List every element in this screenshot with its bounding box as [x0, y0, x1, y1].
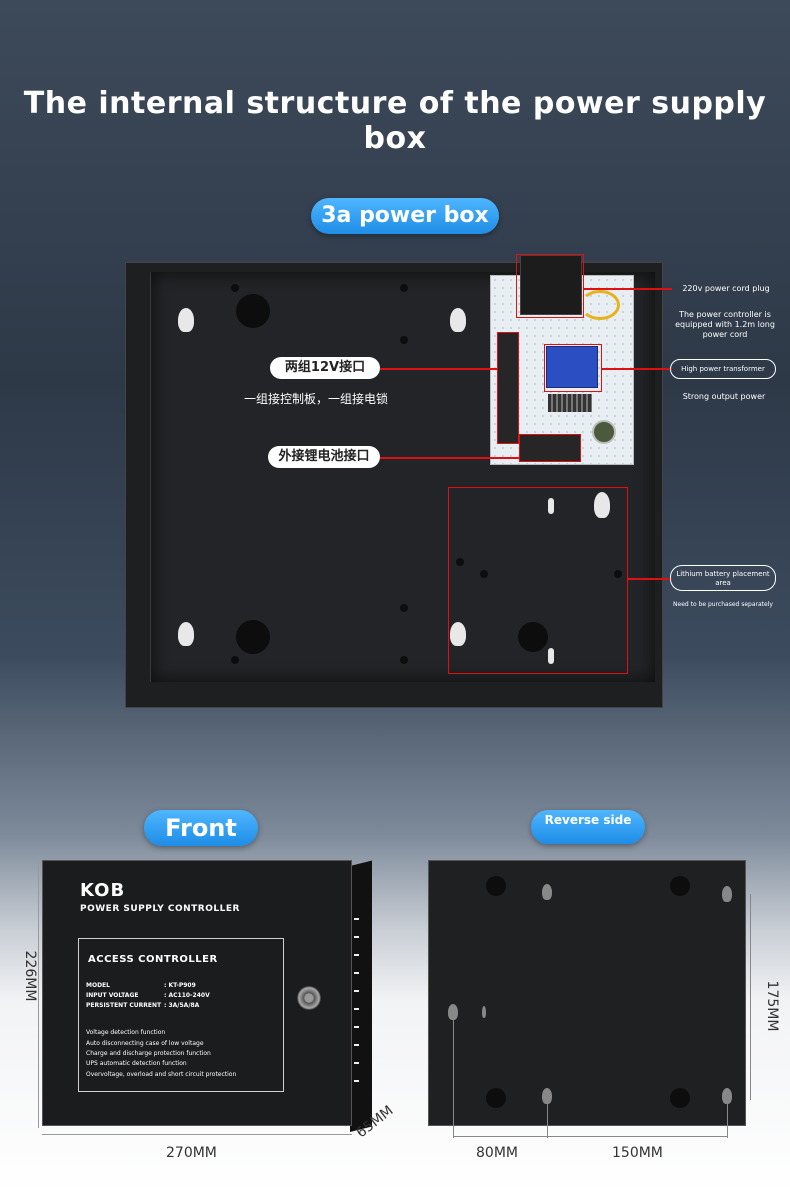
slot: [482, 1006, 486, 1018]
dim-rev-w2: 150MM: [612, 1145, 663, 1161]
spec-key: MODEL: [86, 982, 110, 989]
callout-battery-interface: 外接锂电池接口: [268, 446, 380, 468]
feature-item: Voltage detection function: [86, 1029, 166, 1036]
vent-slot: [354, 936, 359, 938]
keyhole-slot: [450, 308, 466, 332]
screw-hole: [456, 558, 464, 566]
callout-controller-cord: The power controller is equipped with 1.…: [675, 310, 775, 339]
dim-guide: [453, 1020, 454, 1138]
yellow-wire: [580, 290, 620, 320]
callout-battery-note: Need to be purchased separately: [673, 601, 773, 608]
box-label-pill: 3a power box: [311, 198, 499, 234]
vent-slot: [354, 1008, 359, 1010]
vent-slot: [354, 972, 359, 974]
screw-hole: [231, 284, 239, 292]
panel-title: ACCESS CONTROLLER: [88, 954, 218, 965]
keyhole-slot: [542, 884, 552, 900]
vent-slot: [354, 918, 359, 920]
feature-item: Overvoltage, overload and short circuit …: [86, 1071, 237, 1078]
leader-line: [628, 578, 672, 580]
screw-hole: [231, 656, 239, 664]
dim-line-height: [38, 860, 39, 1128]
screw-hole: [400, 604, 408, 612]
vent-slot: [354, 1026, 359, 1028]
terminal-block-battery: [519, 434, 581, 462]
callout-battery-area: Lithium battery placement area: [670, 565, 776, 591]
mount-hole: [670, 876, 690, 896]
screw-hole: [400, 284, 408, 292]
spec-key: PERSISTENT CURRENT: [86, 1002, 162, 1009]
front-label-pill: Front: [144, 810, 258, 846]
front-box-side: [350, 860, 372, 1132]
keyhole-slot: [594, 492, 610, 518]
transformer-highlight: [544, 344, 602, 392]
mount-hole: [236, 294, 270, 328]
spec-value: : AC110-240V: [164, 992, 210, 999]
capacitor: [592, 420, 616, 444]
mount-hole: [236, 620, 270, 654]
leader-line: [380, 457, 520, 459]
spec-value: : KT-P909: [164, 982, 196, 989]
spec-value: : 3A/5A/8A: [164, 1002, 200, 1009]
screw-hole: [400, 656, 408, 664]
dim-guide: [727, 1104, 728, 1138]
slot: [548, 498, 554, 514]
dim-line-width: [42, 1134, 352, 1135]
key-lock-icon: [297, 986, 321, 1010]
spec-panel: [78, 938, 284, 1092]
keyhole-slot: [450, 622, 466, 646]
keyhole-slot: [722, 886, 732, 902]
power-plug-socket: [520, 255, 582, 315]
dim-line-rev-height: [750, 894, 751, 1100]
keyhole-slot: [722, 1088, 732, 1104]
reverse-label-pill: Reverse side: [531, 810, 645, 844]
slot: [548, 648, 554, 664]
keyhole-slot: [178, 308, 194, 332]
spec-key: INPUT VOLTAGE: [86, 992, 139, 999]
callout-output: Strong output power: [682, 392, 766, 401]
dim-width: 270MM: [166, 1145, 217, 1161]
dim-height: 226MM: [22, 950, 38, 1002]
callout-12v-interface: 两组12V接口: [270, 357, 380, 379]
dim-rev-w1: 80MM: [476, 1145, 518, 1161]
screw-hole: [480, 570, 488, 578]
heatsink: [548, 394, 592, 412]
leader-line: [602, 368, 672, 370]
reverse-box: [428, 860, 746, 1126]
vent-slot: [354, 990, 359, 992]
vent-slot: [354, 1080, 359, 1082]
battery-area-highlight: [448, 487, 628, 674]
mount-hole: [486, 876, 506, 896]
brand-subtitle: POWER SUPPLY CONTROLLER: [80, 904, 240, 914]
feature-item: Charge and discharge protection function: [86, 1050, 211, 1057]
callout-transformer: High power transformer: [670, 359, 776, 379]
dim-rev-height: 175MM: [764, 980, 780, 1032]
mount-hole: [670, 1088, 690, 1108]
callout-cord-plug: 220v power cord plug: [682, 284, 770, 293]
dim-guide: [547, 1104, 548, 1138]
vent-slot: [354, 1062, 359, 1064]
keyhole-slot: [178, 622, 194, 646]
screw-hole: [400, 336, 408, 344]
terminal-block-12v: [497, 332, 519, 444]
vent-slot: [354, 954, 359, 956]
leader-line: [584, 288, 672, 290]
screw-hole: [614, 570, 622, 578]
leader-line: [380, 368, 497, 370]
transformer: [546, 346, 598, 388]
feature-item: Auto disconnecting case of low voltage: [86, 1040, 204, 1047]
keyhole-slot: [448, 1004, 458, 1020]
feature-item: UPS automatic detection function: [86, 1060, 187, 1067]
vent-slot: [354, 1044, 359, 1046]
dim-line-rev-width: [453, 1136, 727, 1137]
mount-hole: [486, 1088, 506, 1108]
keyhole-slot: [542, 1088, 552, 1104]
brand-logo: KOB: [80, 880, 126, 901]
page-title: The internal structure of the power supp…: [23, 86, 767, 156]
plug-highlight: [516, 254, 584, 318]
mount-hole: [518, 622, 548, 652]
callout-12v-desc: 一组接控制板，一组接电锁: [244, 392, 389, 406]
